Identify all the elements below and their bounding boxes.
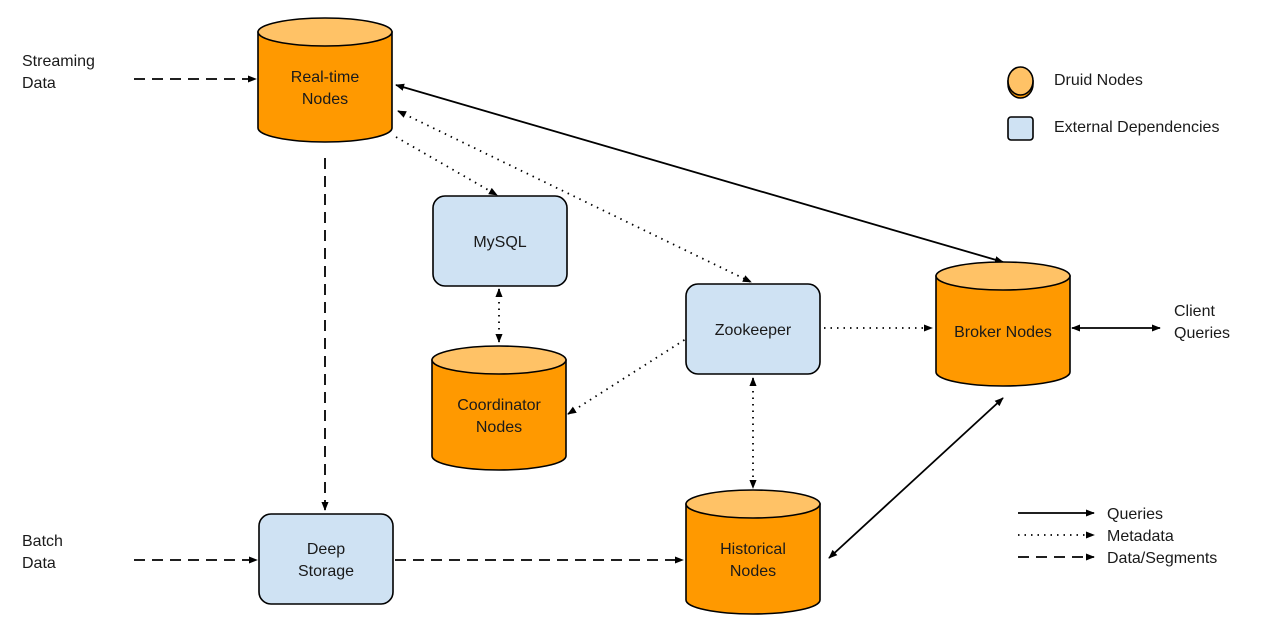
labels-layer: Real-timeNodesMySQLCoordinatorNodesZooke…	[22, 53, 1230, 580]
streaming-input-label-line-1: Streaming	[22, 53, 95, 70]
broker-label-line-1: Broker Nodes	[954, 324, 1052, 341]
cylinder-top	[1007, 66, 1034, 96]
nodes-layer	[257, 17, 1071, 615]
realtime-node	[257, 17, 393, 143]
cylinder-body	[685, 503, 821, 615]
client-input-label-line-2: Queries	[1174, 325, 1230, 342]
cylinder-body	[935, 275, 1071, 387]
edges-layer	[134, 75, 1161, 564]
deep-storage-label-line-1: Deep	[307, 541, 345, 558]
cylinder-top	[431, 345, 567, 375]
historical-label-line-2: Nodes	[730, 563, 776, 580]
cylinder-body	[431, 359, 567, 471]
edge-realtime-to-zookeeper	[397, 110, 752, 283]
legend-druid-swatch	[1007, 66, 1034, 99]
realtime-label-line-2: Nodes	[302, 91, 348, 108]
deep-storage-node	[258, 513, 394, 605]
deep-storage-label-line-2: Storage	[298, 563, 354, 580]
cylinder-body	[257, 31, 393, 143]
historical-node	[685, 489, 821, 615]
batch-input-label-line-2: Data	[22, 555, 56, 572]
client-input-label-line-1: Client	[1174, 303, 1215, 320]
mysql-node	[432, 195, 568, 287]
mysql-label-line-1: MySQL	[473, 234, 526, 251]
realtime-label-line-1: Real-time	[291, 69, 360, 86]
edge-coordinator-to-zookeeper	[567, 329, 701, 415]
coordinator-label-line-2: Nodes	[476, 419, 522, 436]
legend-external-swatch	[1007, 116, 1034, 141]
zookeeper-label-line-1: Zookeeper	[715, 322, 792, 339]
legend-node-label-druid: Druid Nodes	[1054, 72, 1143, 89]
batch-input-label-line-1: Batch	[22, 533, 63, 550]
cylinder-top	[257, 17, 393, 47]
cylinder-top	[685, 489, 821, 519]
broker-node	[935, 261, 1071, 387]
coordinator-label-line-1: Coordinator	[457, 397, 541, 414]
legend-edge-label-solid: Queries	[1107, 506, 1163, 523]
zookeeper-node	[685, 283, 821, 375]
historical-label-line-1: Historical	[720, 541, 786, 558]
edge-historical-to-broker	[828, 397, 1004, 559]
streaming-input-label-line-2: Data	[22, 75, 56, 92]
legend-edge-label-dashed: Data/Segments	[1107, 550, 1217, 567]
legend-edge-label-dotted: Metadata	[1107, 528, 1174, 545]
coordinator-node	[431, 345, 567, 471]
cylinder-top	[935, 261, 1071, 291]
edge-realtime-to-mysql	[395, 136, 498, 196]
legend-node-label-external: External Dependencies	[1054, 119, 1219, 136]
